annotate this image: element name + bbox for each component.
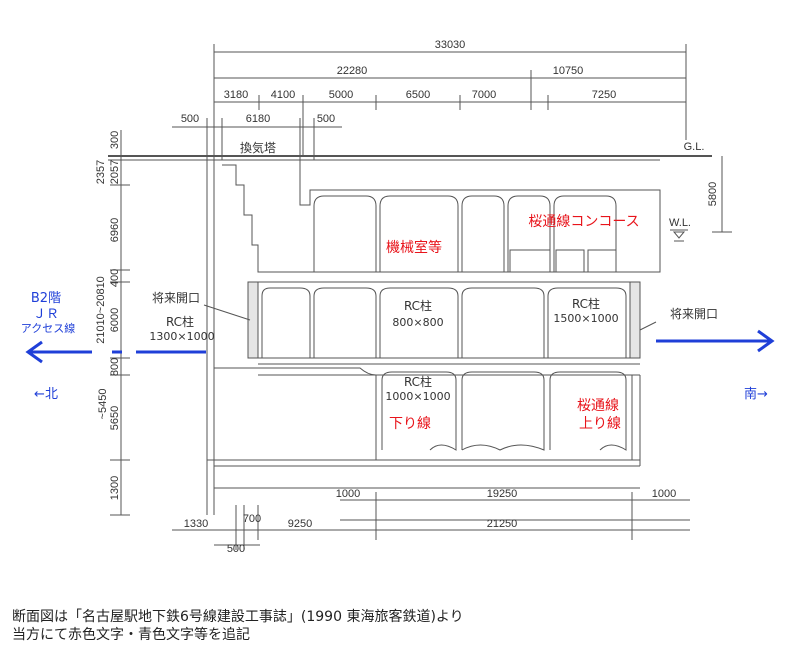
dim-bottom-700: 700 (243, 513, 261, 525)
dim-row3-2: 4100 (271, 89, 295, 101)
future-opening-right: 将来開口 (670, 307, 718, 321)
dim-left-2057: 2057 (109, 160, 121, 184)
caption-source: 断面図は「名古屋駅地下鉄6号線建設工事誌」(1990 東海旅客鉄道)より (12, 609, 464, 625)
gl-label: G.L. (684, 141, 705, 153)
dim-bottom-21250: 21250 (487, 518, 518, 530)
dim-row3-4: 6500 (406, 89, 430, 101)
dim-row4-1: 500 (181, 113, 199, 125)
dim-bottom-9250: 9250 (288, 518, 312, 530)
dim-left-6960: 6960 (109, 218, 121, 242)
dim-bottom-1000-left: 1000 (336, 488, 360, 500)
dim-row3-6: 7250 (592, 89, 616, 101)
label-down-line: 下り線 (389, 416, 431, 432)
dim-right-5800: 5800 (707, 182, 719, 206)
label-sakura-line: 桜通線 (577, 398, 619, 414)
rc-mid-size: 800×800 (392, 316, 443, 329)
label-machine-room: 機械室等 (386, 239, 442, 256)
dim-left-2357: 2357 (95, 160, 107, 184)
rc-left-size: 1300×1000 (149, 330, 214, 343)
label-north: ←北 (34, 387, 58, 402)
dim-row3-1: 3180 (224, 89, 248, 101)
label-south: 南→ (744, 386, 768, 402)
dim-row3-3: 5000 (329, 89, 353, 101)
label-access-line: アクセス線 (21, 321, 75, 335)
dim-left-6000: 6000 (109, 308, 121, 332)
rc-lower-name: RC柱 (404, 374, 432, 389)
wl-label: W.L. (669, 217, 691, 229)
rc-lower-size: 1000×1000 (385, 390, 450, 403)
label-jr: ＪＲ (33, 307, 59, 322)
dim-bottom-1000-right: 1000 (652, 488, 676, 500)
dim-left-1300: 1300 (109, 476, 121, 500)
dim-left-5650: 5650 (109, 406, 121, 430)
arrow-left-icon (25, 340, 206, 364)
rc-right-size: 1500×1000 (553, 312, 618, 325)
caption-note: 当方にて赤色文字・青色文字等を追記 (12, 627, 250, 643)
label-up-line: 上り線 (579, 416, 621, 432)
label-concourse: 桜通線コンコース (528, 214, 639, 230)
rc-mid-name: RC柱 (404, 298, 432, 313)
dim-right-span: 10750 (553, 65, 584, 77)
dim-left-span: 22280 (337, 65, 368, 77)
dim-bottom-1330: 1330 (184, 518, 208, 530)
dim-total: 33030 (435, 39, 466, 51)
future-opening-left: 将来開口 (152, 291, 200, 305)
dim-left-300: 300 (109, 131, 121, 149)
dim-left-5450: ~5450 (97, 389, 109, 420)
rc-right-name: RC柱 (572, 296, 600, 311)
arrow-right-icon (656, 329, 775, 353)
dim-left-800: 800 (109, 358, 121, 376)
rc-left-name: RC柱 (166, 314, 194, 329)
dim-row4-3: 500 (317, 113, 335, 125)
dim-row3-5: 7000 (472, 89, 496, 101)
dim-row4-2: 6180 (246, 113, 270, 125)
dim-left-400: 400 (109, 269, 121, 287)
label-b2-floor: B2階 (31, 291, 61, 306)
dim-left-21010: 21010~20810 (95, 276, 107, 344)
dim-bottom-500: 500 (227, 543, 245, 555)
dim-bottom-19250: 19250 (487, 488, 518, 500)
vent-tower-label: 換気塔 (240, 140, 276, 155)
